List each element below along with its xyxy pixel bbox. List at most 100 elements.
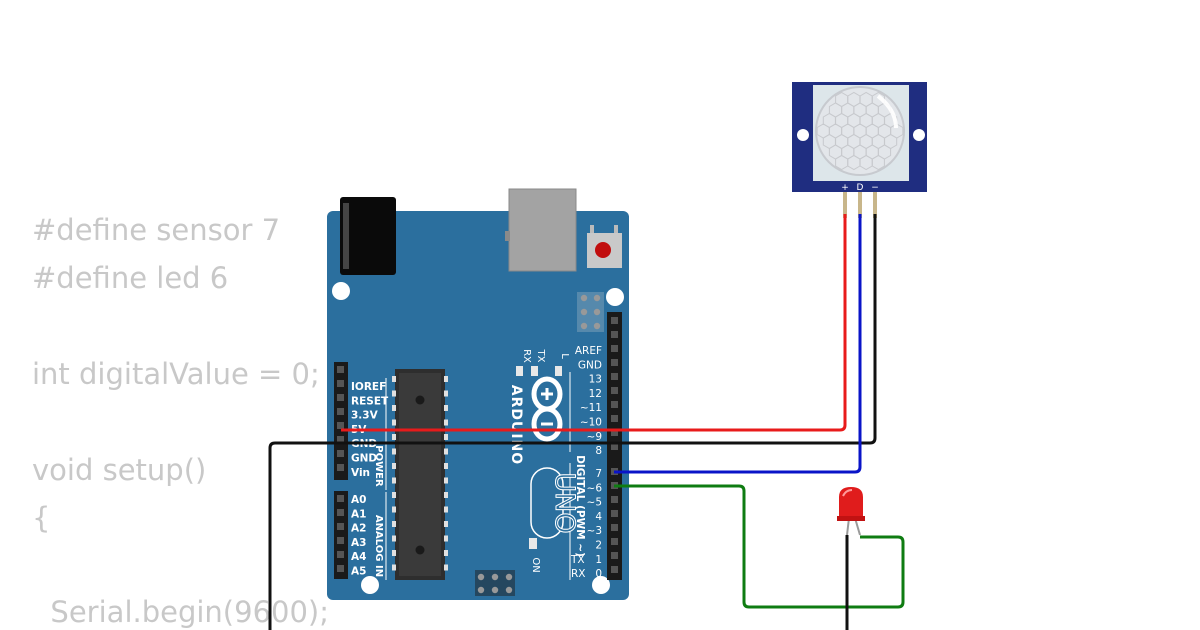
arduino-board[interactable]: RX TX L ON ARDUINO UNO DIGITAL (PWM ~) P… — [327, 188, 629, 600]
header-pin[interactable] — [611, 538, 618, 545]
chip-leg — [392, 564, 396, 571]
header-pin[interactable] — [337, 509, 344, 516]
chip-leg — [444, 405, 448, 411]
rx-label: RX — [521, 349, 532, 363]
pir-lens-cell — [871, 154, 885, 171]
pir-pin[interactable] — [843, 192, 847, 218]
digital-pin-label: ~3 — [587, 525, 602, 537]
pir-dome — [815, 86, 905, 176]
header-pin[interactable] — [611, 566, 618, 573]
header-pin[interactable] — [611, 373, 618, 380]
header-pin[interactable] — [611, 387, 618, 394]
chip-leg — [392, 477, 396, 484]
header-pin[interactable] — [611, 359, 618, 366]
digital-pin-label: 2 — [595, 540, 602, 552]
chip-leg — [392, 405, 396, 411]
pir-sensor[interactable]: + D − — [792, 82, 927, 218]
tx-label: TX — [535, 349, 546, 363]
digital-pin-label: AREF — [575, 345, 602, 357]
digital-pin-label: 13 — [589, 374, 602, 386]
chip-leg — [444, 535, 448, 542]
digital-pin-label: ~10 — [580, 417, 602, 429]
chip-leg — [444, 477, 448, 484]
l-led — [555, 366, 562, 376]
analog-pin-label: A0 — [351, 494, 366, 506]
header-pin[interactable] — [611, 429, 618, 436]
power-jack — [340, 197, 396, 275]
digital-section-label: DIGITAL (PWM ~) — [574, 455, 586, 557]
header-pin[interactable] — [337, 380, 344, 387]
on-led — [529, 538, 537, 549]
header-pin[interactable] — [337, 565, 344, 572]
header-pin[interactable] — [337, 464, 344, 471]
header-pin[interactable] — [611, 524, 618, 531]
wires — [268, 214, 905, 630]
power-pin-label: 3.3V — [351, 410, 379, 422]
header-pin[interactable] — [611, 345, 618, 352]
chip-leg — [444, 521, 448, 527]
digital-pin-label: 8 — [595, 445, 602, 457]
header-pin[interactable] — [337, 537, 344, 544]
header-pin[interactable] — [337, 366, 344, 373]
header-pin[interactable] — [611, 317, 618, 324]
header-pin[interactable] — [337, 436, 344, 443]
brand-label: ARDUINO — [508, 385, 524, 465]
pir-pin[interactable] — [858, 192, 862, 218]
header-pin[interactable] — [611, 331, 618, 338]
header-pin[interactable] — [337, 551, 344, 558]
analog-pin-label: A4 — [351, 551, 366, 563]
power-wire[interactable] — [341, 214, 847, 432]
analog-pin-label: A2 — [351, 523, 366, 535]
arduino-logo — [531, 376, 563, 442]
code-line-4: void setup() — [32, 453, 207, 487]
header-pin[interactable] — [611, 552, 618, 559]
header-pin[interactable] — [611, 401, 618, 408]
pir-pin-plus-label: + — [841, 183, 849, 193]
power-section-label: POWER — [373, 445, 384, 487]
code-line-5: { — [32, 501, 51, 535]
chip-leg — [444, 390, 448, 397]
chip-leg — [444, 550, 448, 556]
header-pin[interactable] — [337, 394, 344, 401]
chip-leg — [444, 434, 448, 440]
header-pin[interactable] — [337, 523, 344, 530]
header-pin[interactable] — [611, 415, 618, 422]
icsp-header-bottom — [475, 570, 515, 596]
mount-hole — [332, 282, 350, 300]
digital-pin-label: 1 — [595, 554, 602, 566]
digital-pin-label: ~5 — [587, 497, 602, 509]
signal-wire[interactable] — [614, 214, 862, 474]
digital-pin-label: GND — [578, 359, 602, 371]
analog-section-label: ANALOG IN — [373, 515, 384, 577]
header-pin[interactable] — [611, 496, 618, 503]
header-pin[interactable] — [337, 495, 344, 502]
header-pin[interactable] — [337, 450, 344, 457]
digital-pin-label: 12 — [589, 388, 602, 400]
power-pin-label: RESET — [351, 395, 389, 407]
chip-leg — [392, 521, 396, 527]
chip-leg — [444, 448, 448, 455]
pir-pin[interactable] — [873, 192, 877, 218]
mount-hole — [592, 576, 610, 594]
ground-wire[interactable] — [268, 214, 877, 630]
l-label: L — [559, 353, 570, 359]
chip-leg — [444, 492, 448, 498]
digital-pin-label: ~6 — [587, 482, 603, 494]
power-pin-label: GND — [351, 453, 377, 465]
red-led[interactable] — [837, 487, 865, 536]
chip-leg — [392, 448, 396, 455]
led-wire[interactable] — [614, 484, 905, 609]
analog-pin-label: A3 — [351, 537, 366, 549]
analog-pin-label: A5 — [351, 566, 366, 578]
model-label: UNO — [549, 472, 580, 533]
code-line-3: int digitalValue = 0; — [32, 357, 320, 391]
header-pin[interactable] — [611, 510, 618, 517]
mount-hole — [361, 576, 379, 594]
digital-pin-label: ~11 — [580, 402, 602, 414]
pir-pin-minus-label: − — [871, 183, 879, 193]
header-pin[interactable] — [611, 443, 618, 450]
header-pin[interactable] — [337, 422, 344, 429]
chip-leg — [392, 390, 396, 397]
code-line-1: #define sensor 7 — [32, 213, 281, 247]
header-pin[interactable] — [337, 408, 344, 415]
